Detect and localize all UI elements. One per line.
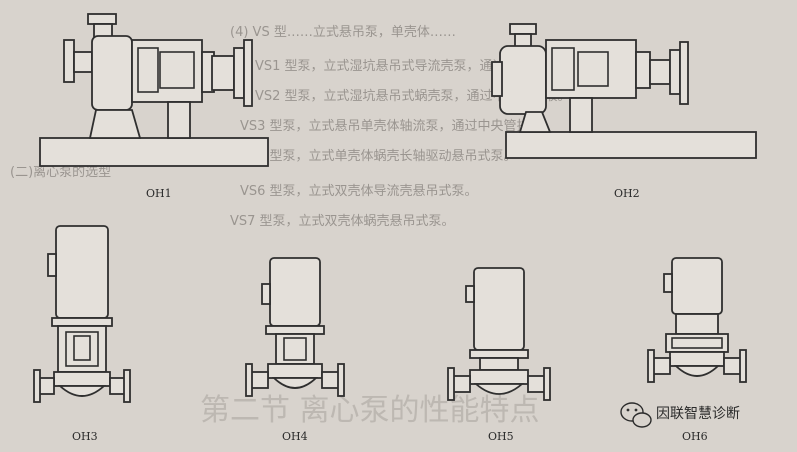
bg-text-line: VS6 型泵，立式双壳体导流壳悬吊式泵。 [240, 184, 478, 199]
pump-label-oh6: OH6 [682, 430, 708, 443]
bg-text-line: (4) VS 型……立式悬吊泵，单壳体…… [230, 25, 456, 40]
pump-oh3-drawing [33, 225, 131, 403]
wechat-icon [620, 402, 652, 428]
pump-oh2-drawing [491, 23, 757, 159]
background-text: (4) VS 型……立式悬吊泵，单壳体…… VS1 型泵，立式湿坑悬吊式导流壳泵… [10, 25, 584, 428]
bg-text-line: (二)离心泵的选型 [10, 164, 111, 180]
bg-text-line: VS4 型泵，立式单壳体蜗壳长轴驱动悬吊式泵。 [240, 148, 517, 164]
pump-label-oh5: OH5 [488, 430, 514, 443]
bg-text-line: VS7 型泵，立式双壳体蜗壳悬吊式泵。 [230, 213, 455, 229]
bg-heading: 第二节 离心泵的性能特点 [200, 393, 540, 428]
watermark: 因联智慧诊断 [620, 402, 740, 428]
pump-label-oh2: OH2 [614, 187, 640, 200]
watermark-text: 因联智慧诊断 [656, 406, 740, 422]
pump-oh4-drawing [245, 257, 345, 397]
pump-label-oh4: OH4 [282, 430, 308, 443]
pump-label-oh1: OH1 [146, 187, 172, 200]
pump-oh1-drawing [39, 13, 269, 167]
bg-text-line: VS3 型泵，立式悬吊单壳体轴流泵，通过中央管排液。 [240, 119, 556, 134]
pump-label-oh3: OH3 [72, 430, 98, 443]
pump-oh5-drawing [447, 267, 551, 401]
pump-oh6-drawing [647, 257, 747, 383]
